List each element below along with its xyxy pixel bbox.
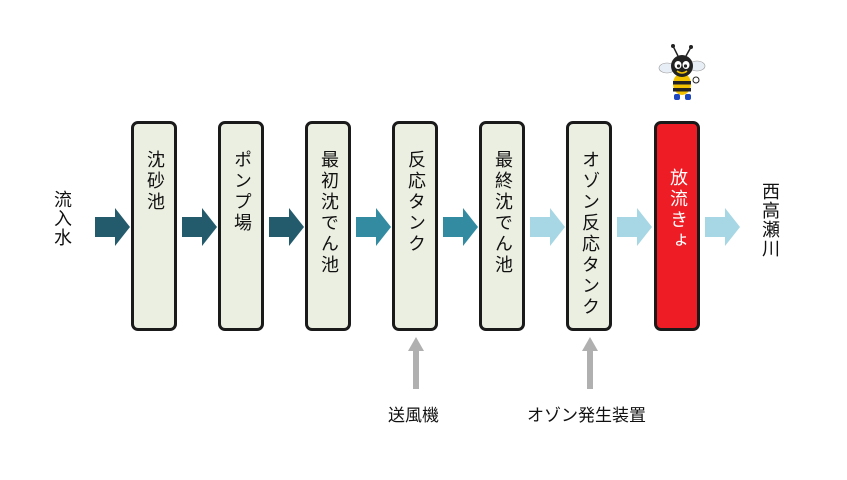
flow-arrow-dark — [95, 208, 130, 246]
stage-final-settling: 最終沈でん池 — [479, 121, 525, 331]
flow-arrow-mid — [356, 208, 391, 246]
stage-primary-settling: 最初沈でん池 — [305, 121, 351, 331]
bee-mascot-icon — [658, 44, 706, 100]
stage-label: 最初沈でん池 — [318, 150, 339, 276]
stage-label: 放流きょ — [667, 168, 688, 252]
ozone-generator-label: オゾン発生装置 — [527, 406, 646, 426]
blower-label: 送風機 — [388, 406, 439, 426]
stage-label: オゾン反応タンク — [579, 150, 600, 318]
stage-label: 反応タンク — [405, 150, 426, 255]
supply-arrow-ozone — [582, 337, 598, 389]
flow-arrow-dark — [182, 208, 217, 246]
stage-discharge-channel: 放流きょ — [654, 121, 700, 331]
supply-arrow-blower — [408, 337, 424, 389]
stage-label: 最終沈でん池 — [492, 150, 513, 276]
flow-arrow-light — [705, 208, 740, 246]
flow-arrow-light — [617, 208, 652, 246]
outlet-label: 西高瀬川 — [759, 182, 780, 258]
stage-reaction-tank: 反応タンク — [392, 121, 438, 331]
flow-arrow-dark — [269, 208, 304, 246]
flow-arrow-light — [530, 208, 565, 246]
flow-arrow-mid — [443, 208, 478, 246]
stage-grit-chamber: 沈砂池 — [131, 121, 177, 331]
inlet-label: 流入水 — [51, 190, 72, 247]
stage-pump-station: ポンプ場 — [218, 121, 264, 331]
stage-label: 沈砂池 — [144, 150, 165, 213]
stage-label: ポンプ場 — [231, 150, 252, 234]
stage-ozone-reaction-tank: オゾン反応タンク — [566, 121, 612, 331]
